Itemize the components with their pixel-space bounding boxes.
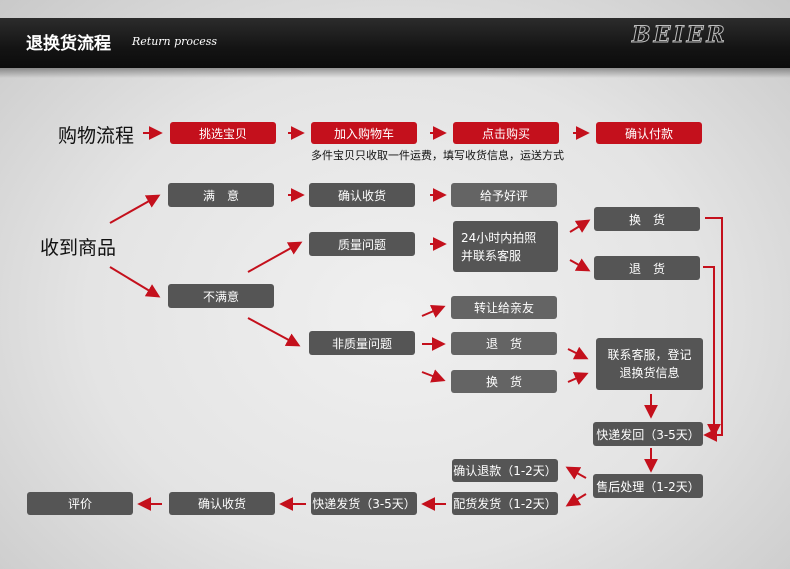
review-box: 评价: [27, 492, 133, 515]
header-bar: [0, 18, 790, 68]
contact-register-box: 联系客服，登记退换货信息: [596, 338, 703, 390]
exchange-box: 换 货: [594, 207, 700, 231]
page-subtitle: Return process: [132, 35, 218, 48]
purchase-note: 多件宝贝只收取一件运费，填写收货信息，运送方式: [311, 149, 564, 162]
restock-ship-box: 配货发货（1-2天）: [452, 492, 558, 515]
after-sales-box: 售后处理（1-2天）: [593, 474, 703, 498]
confirm-receipt-box: 确认收货: [309, 183, 415, 207]
confirm-refund-box: 确认退款（1-2天）: [452, 459, 558, 482]
unsatisfied-box: 不满意: [168, 284, 274, 308]
brand-logo: BEIER: [632, 22, 728, 49]
final-confirm-receipt-box: 确认收货: [169, 492, 275, 515]
photo-contact-box: 24小时内拍照 并联系客服: [453, 221, 558, 272]
purchase-step-pay: 确认付款: [596, 122, 702, 144]
satisfied-box: 满 意: [168, 183, 274, 207]
quality-issue-box: 质量问题: [309, 232, 415, 256]
purchase-step-select: 挑选宝贝: [170, 122, 276, 144]
header-shadow: [0, 68, 790, 78]
non-quality-issue-box: 非质量问题: [309, 331, 415, 355]
give-review-box: 给予好评: [451, 183, 557, 207]
receive-goods-label: 收到商品: [40, 237, 117, 259]
purchase-step-buy: 点击购买: [453, 122, 559, 144]
return-box-2: 退 货: [451, 332, 557, 355]
express-ship-box: 快递发货（3-5天）: [311, 492, 417, 515]
exchange-box-2: 换 货: [451, 370, 557, 393]
return-box: 退 货: [594, 256, 700, 280]
purchase-step-add-to-cart: 加入购物车: [311, 122, 417, 144]
purchase-flow-label: 购物流程: [58, 125, 135, 147]
transfer-box: 转让给亲友: [451, 296, 557, 319]
ship-back-box: 快递发回（3-5天）: [593, 422, 703, 446]
page-title: 退换货流程: [26, 34, 111, 54]
